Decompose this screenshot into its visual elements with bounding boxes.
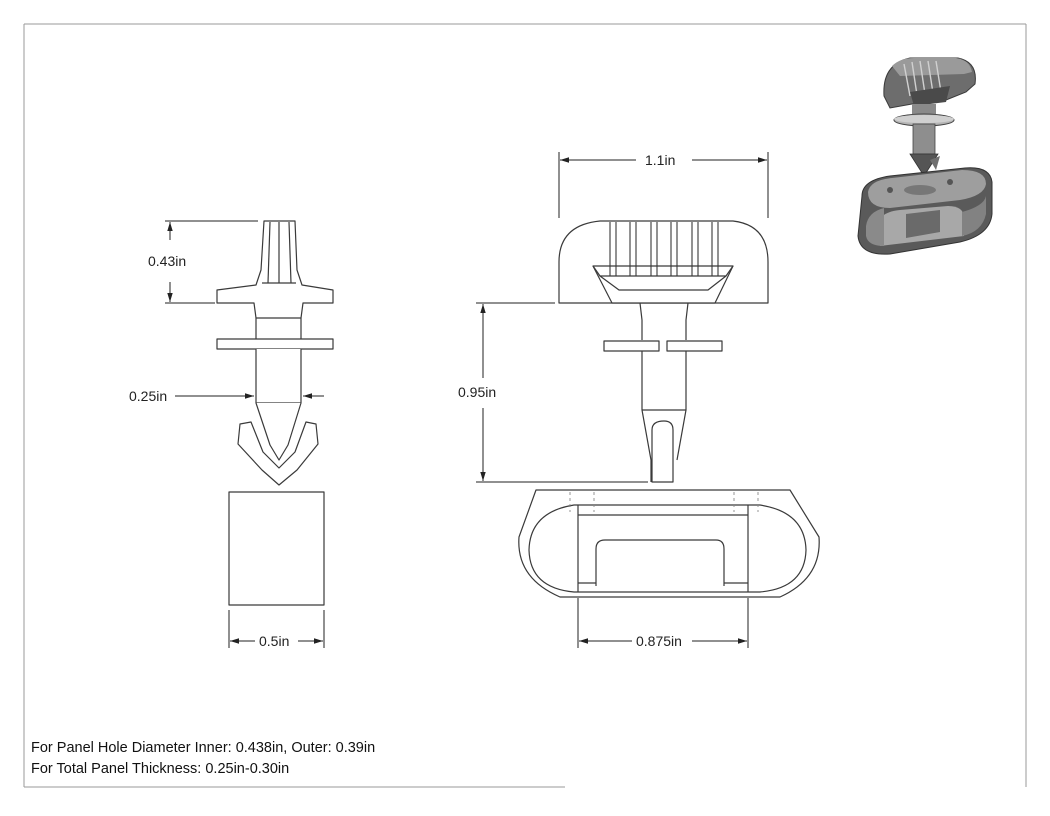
dim-head-height [165, 220, 258, 304]
dim-label-shaft-diameter: 0.25in [127, 388, 170, 404]
note-panel-thickness: For Total Panel Thickness: 0.25in-0.30in [31, 761, 290, 777]
dim-label-panel-width: 0.5in [257, 633, 292, 649]
dim-slot-width [577, 598, 749, 648]
front-view-knob [518, 220, 820, 598]
sheet-border [23, 23, 1027, 788]
dim-panel-width [228, 610, 325, 648]
dim-label-knob-width: 1.1in [643, 152, 678, 168]
dim-label-slot-width: 0.875in [634, 633, 684, 649]
note-hole-diameter: For Panel Hole Diameter Inner: 0.438in, … [31, 740, 376, 756]
isometric-render [857, 57, 993, 255]
dim-label-head-height: 0.43in [146, 253, 189, 269]
dim-knob-width [558, 152, 769, 218]
dim-label-pin-length: 0.95in [456, 384, 499, 400]
dim-pin-length [476, 302, 648, 483]
side-view-pin [216, 220, 334, 606]
